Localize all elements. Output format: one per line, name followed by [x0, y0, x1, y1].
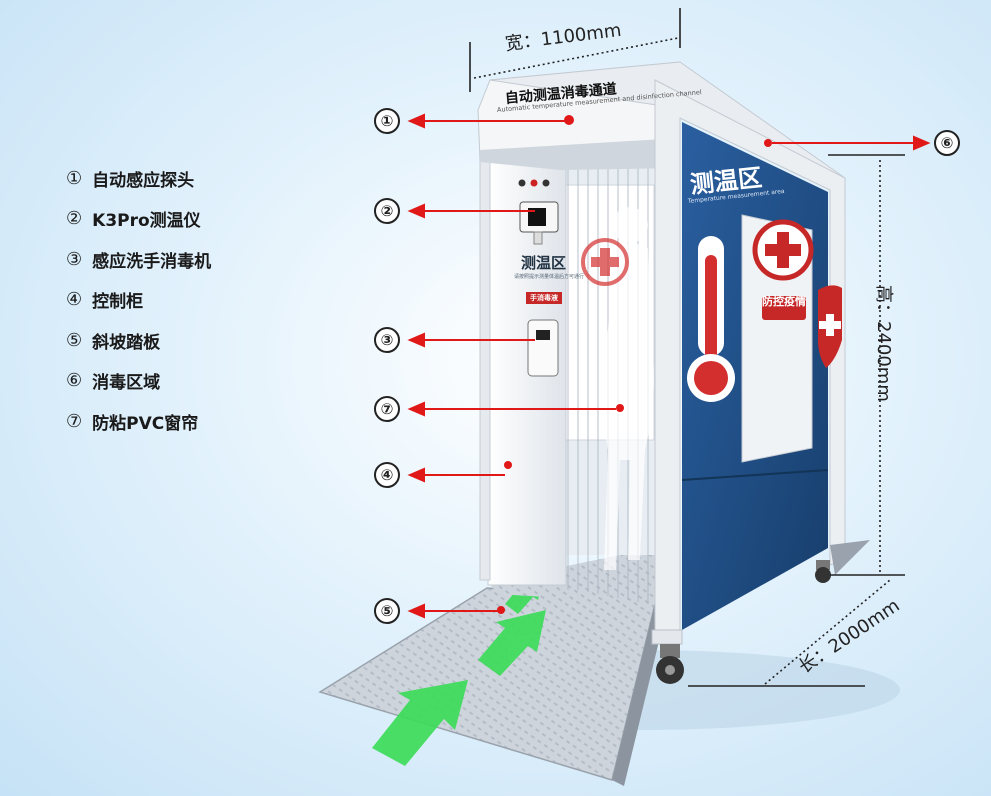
cabinet-door-edge — [479, 159, 491, 581]
legend-item: ⑦ 防粘PVC窗帘 — [66, 401, 211, 442]
legend-label: 自动感应探头 — [92, 170, 195, 191]
red-cross-emblem — [752, 219, 814, 281]
legend-number: ④ — [66, 289, 83, 311]
curtain-cross-emblem — [581, 238, 629, 286]
legend-label: 消毒区域 — [92, 373, 161, 394]
control-button-3 — [542, 179, 550, 187]
left-zone-subtitle: 请按照提示测量体温后方可通行 — [514, 274, 585, 280]
legend-item: ③ 感应洗手消毒机 — [66, 239, 211, 280]
callout-5: ⑤ — [374, 598, 400, 624]
control-button-1 — [518, 179, 526, 187]
callout-3: ③ — [374, 327, 400, 353]
legend-number: ⑦ — [66, 410, 83, 432]
legend-number: ② — [66, 208, 83, 230]
thermometer-screen — [528, 208, 546, 226]
callout-7: ⑦ — [374, 396, 400, 422]
shield-icon — [818, 285, 842, 368]
sanitizer-window — [536, 330, 550, 340]
prevention-banner: 防控疫情 — [762, 296, 806, 320]
legend-item: ① 自动感应探头 — [66, 158, 211, 199]
legend-item: ⑤ 斜坡踏板 — [66, 320, 211, 361]
thermometer-graphic — [687, 236, 735, 402]
dimension-lines — [469, 8, 905, 687]
panel-divider — [681, 469, 829, 481]
legend-item: ② K3Pro测温仪 — [66, 199, 211, 240]
legend-number: ⑥ — [66, 370, 83, 392]
sanitizer-tag: 手消毒液 — [526, 292, 562, 304]
legend-number: ⑤ — [66, 329, 83, 351]
ramp-board — [318, 587, 657, 781]
callout-2: ② — [374, 198, 400, 224]
control-button-2 — [530, 179, 538, 187]
base-frame — [651, 629, 683, 645]
thermometer-stand — [533, 231, 543, 245]
hand-sanitizer — [527, 319, 559, 377]
callout-4: ④ — [374, 462, 400, 488]
legend-number: ③ — [66, 248, 83, 270]
legend-number: ① — [66, 167, 83, 189]
callout-1: ① — [374, 108, 400, 134]
person-silhouette — [602, 207, 654, 570]
height-dimension-label: 高：2400mm — [873, 285, 894, 402]
legend-label: 防粘PVC窗帘 — [92, 413, 199, 434]
caster-wheel-back — [815, 560, 831, 583]
legend-label: 控制柜 — [92, 292, 144, 313]
left-zone-title: 测温区 — [521, 254, 567, 272]
legend-item: ⑥ 消毒区域 — [66, 361, 211, 402]
legend-label: 感应洗手消毒机 — [92, 251, 212, 272]
canopy-underside — [480, 138, 680, 170]
caster-wheel-front — [656, 644, 684, 684]
ramp-edge — [612, 600, 668, 786]
legend-label: K3Pro测温仪 — [92, 211, 201, 232]
callout-arrows — [407, 113, 931, 619]
legend-label: 斜坡踏板 — [92, 332, 161, 353]
rear-ramp — [830, 540, 870, 575]
legend-item: ④ 控制柜 — [66, 280, 211, 321]
callout-6: ⑥ — [934, 130, 960, 156]
sensor-dots — [497, 115, 772, 614]
